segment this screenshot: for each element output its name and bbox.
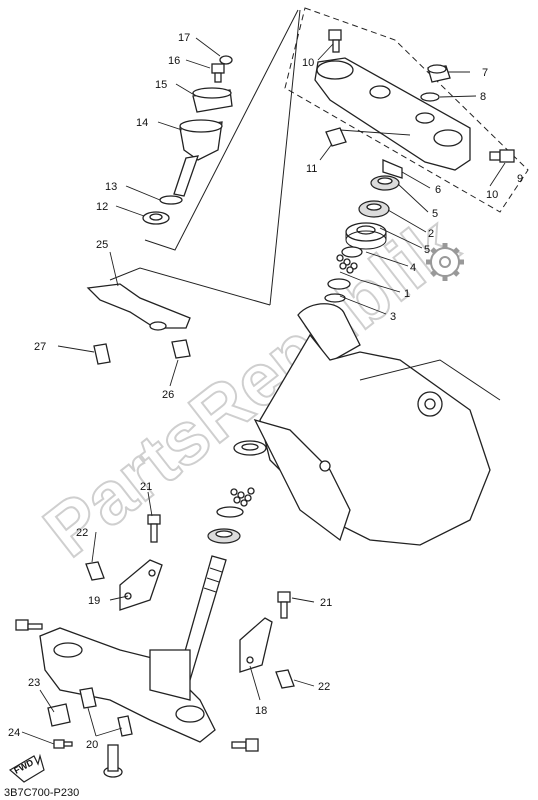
callout-9: 9 xyxy=(517,173,523,185)
drawing-code: 3B7C700-P230 xyxy=(4,787,79,799)
bolt-handle xyxy=(211,63,225,83)
pinch-bolt-left xyxy=(15,619,43,631)
bolt-bracket-right xyxy=(277,591,291,619)
callout-18: 18 xyxy=(255,705,267,717)
cable-guide xyxy=(86,283,191,331)
callout-11: 11 xyxy=(306,163,317,175)
pinch-bolt-right xyxy=(231,738,259,752)
callout-12: 12 xyxy=(96,201,108,213)
callout-22-left: 22 xyxy=(76,527,88,539)
fwd-arrow-icon: FWD xyxy=(8,753,45,783)
callout-20: 20 xyxy=(86,739,98,751)
callout-23: 23 xyxy=(28,677,40,689)
collar xyxy=(159,195,183,205)
callout-3: 3 xyxy=(390,311,396,323)
callout-6: 6 xyxy=(435,184,441,196)
callout-19: 19 xyxy=(88,595,100,607)
upper-bracket-group-box xyxy=(284,7,529,213)
cap-nut xyxy=(427,64,451,83)
callout-5-lower: 5 xyxy=(424,244,430,256)
gear-watermark-icon xyxy=(426,243,464,281)
callout-14: 14 xyxy=(136,117,148,129)
bolt-bracket-left xyxy=(147,514,161,543)
dust-seal-lower xyxy=(207,528,241,544)
clip-left xyxy=(85,561,105,581)
washer-large xyxy=(142,211,170,225)
washer-upper xyxy=(420,92,440,102)
bearing-race-lower-top xyxy=(233,440,267,456)
callout-2: 2 xyxy=(428,228,434,240)
callout-1: 1 xyxy=(404,288,410,300)
callout-10-upper: 10 xyxy=(302,57,314,69)
callout-5-upper: 5 xyxy=(432,208,438,220)
ring-nut-lower xyxy=(358,200,390,218)
callout-16: 16 xyxy=(168,55,180,67)
clamp-26 xyxy=(171,339,191,359)
frame-head xyxy=(253,303,501,546)
clip-right xyxy=(275,669,295,689)
handle-group-outline xyxy=(144,9,299,251)
ring-nut-upper xyxy=(370,175,400,191)
callout-21-left: 21 xyxy=(140,481,152,493)
bolt-24 xyxy=(53,739,73,749)
washer-small xyxy=(219,55,233,65)
callout-17: 17 xyxy=(178,32,190,44)
upper-bracket-group-outline xyxy=(269,9,301,306)
callout-22-right: 22 xyxy=(318,681,330,693)
label-plate xyxy=(325,127,347,147)
callout-25: 25 xyxy=(96,239,108,251)
clamp-lower xyxy=(79,687,133,737)
bearing-race-lower-mid xyxy=(216,506,244,518)
bolt-upper-left xyxy=(328,29,342,53)
bolt-stem-bottom xyxy=(103,744,123,778)
bearing-cover xyxy=(341,246,363,258)
callout-4: 4 xyxy=(410,262,416,274)
callout-8: 8 xyxy=(480,91,486,103)
bolt-upper-right xyxy=(489,149,515,163)
callout-13: 13 xyxy=(105,181,117,193)
bearing-race-upper xyxy=(324,278,351,303)
leader-lines xyxy=(21,37,506,745)
hose-guide-bracket-right xyxy=(239,617,273,673)
ball-bearings-upper xyxy=(336,254,358,274)
clamp-23 xyxy=(47,703,71,727)
hose-guide-bracket-left xyxy=(119,559,163,611)
callout-26: 26 xyxy=(162,389,174,401)
handle-holder-upper xyxy=(192,87,233,113)
ball-bearings-lower xyxy=(230,487,255,507)
clamp-27 xyxy=(93,343,111,365)
callout-15: 15 xyxy=(155,79,167,91)
callout-27: 27 xyxy=(34,341,46,353)
upper-bracket xyxy=(314,57,471,171)
cable-guide-group-outline xyxy=(109,267,271,306)
rubber-washer xyxy=(345,222,387,250)
under-bracket xyxy=(39,555,227,743)
callout-21-right: 21 xyxy=(320,597,332,609)
callout-7: 7 xyxy=(482,67,488,79)
callout-24: 24 xyxy=(8,727,20,739)
handle-holder-lower xyxy=(173,119,223,197)
lock-washer xyxy=(382,159,403,179)
callout-10-right: 10 xyxy=(486,189,498,201)
